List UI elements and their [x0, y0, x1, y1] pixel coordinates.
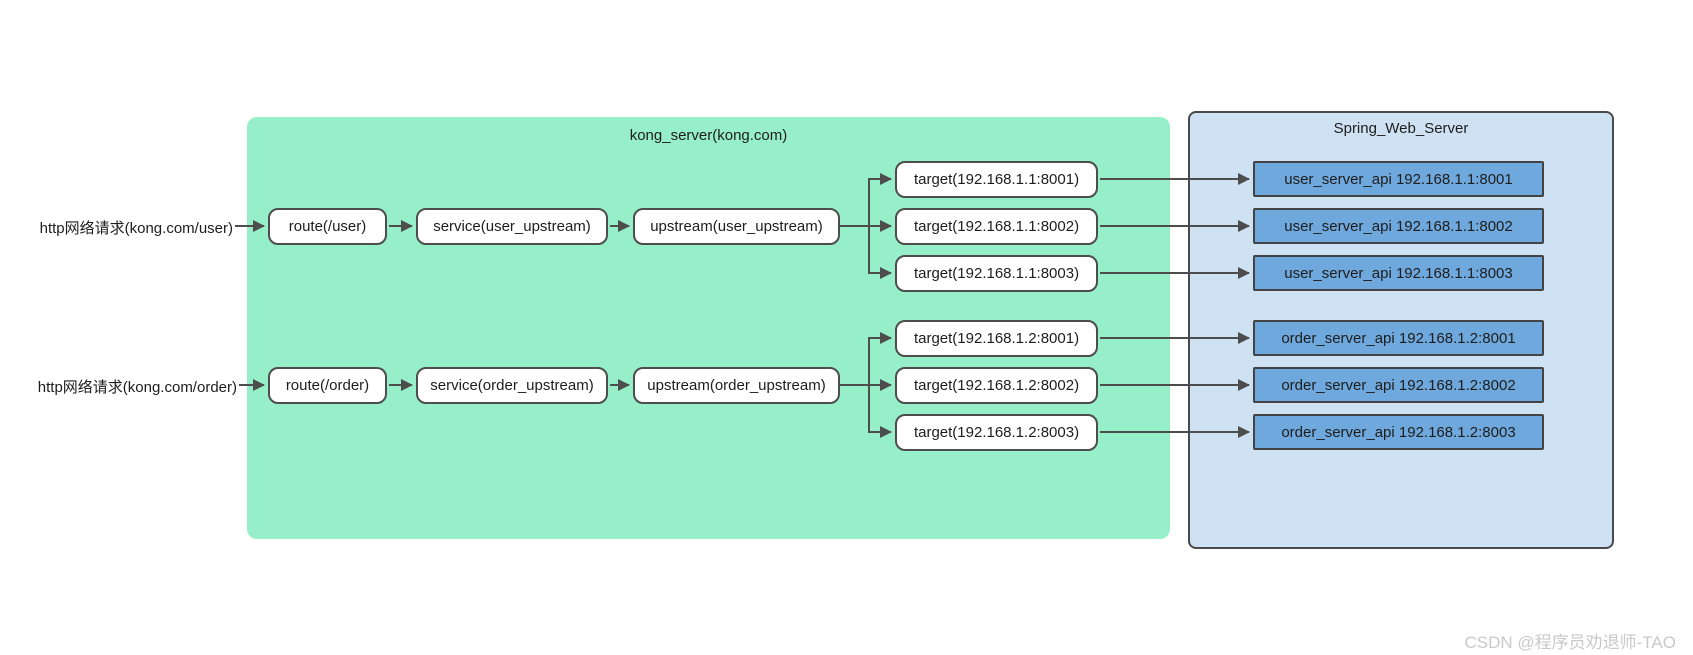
- service-user-node: service(user_upstream): [416, 208, 608, 245]
- target-node: target(192.168.1.2:8002): [895, 367, 1098, 404]
- target-node: target(192.168.1.1:8003): [895, 255, 1098, 292]
- http-request-user-label: http网络请求(kong.com/user): [39, 220, 233, 237]
- target-node: target(192.168.1.2:8003): [895, 414, 1098, 451]
- target-node: target(192.168.1.1:8002): [895, 208, 1098, 245]
- upstream-order-node: upstream(order_upstream): [633, 367, 840, 404]
- route-order-node: route(/order): [268, 367, 387, 404]
- api-server-box: order_server_api 192.168.1.2:8001: [1253, 320, 1544, 356]
- upstream-user-node: upstream(user_upstream): [633, 208, 840, 245]
- api-server-box: user_server_api 192.168.1.1:8001: [1253, 161, 1544, 197]
- api-server-box: order_server_api 192.168.1.2:8003: [1253, 414, 1544, 450]
- route-user-node: route(/user): [268, 208, 387, 245]
- spring-web-server-title: Spring_Web_Server: [1333, 120, 1469, 137]
- service-order-node: service(order_upstream): [416, 367, 608, 404]
- api-server-box: user_server_api 192.168.1.1:8003: [1253, 255, 1544, 291]
- api-server-box: order_server_api 192.168.1.2:8002: [1253, 367, 1544, 403]
- target-node: target(192.168.1.2:8001): [895, 320, 1098, 357]
- http-request-order-label: http网络请求(kong.com/order): [37, 379, 237, 396]
- kong-server-title: kong_server(kong.com): [629, 127, 788, 144]
- api-server-box: user_server_api 192.168.1.1:8002: [1253, 208, 1544, 244]
- target-node: target(192.168.1.1:8001): [895, 161, 1098, 198]
- watermark: CSDN @程序员劝退师-TAO: [1464, 633, 1677, 652]
